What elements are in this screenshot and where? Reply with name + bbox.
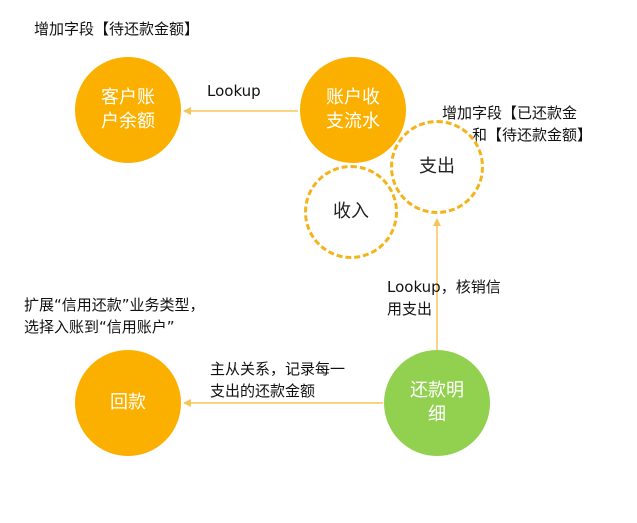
node-income: 收入 — [304, 165, 398, 259]
node-refund-label: 回款 — [110, 392, 146, 413]
node-income-label: 收入 — [333, 201, 369, 222]
note-master-detail-line1: 主从关系，记录每一 — [210, 360, 346, 378]
node-customer-balance-line2: 户余额 — [101, 111, 155, 132]
node-repayment-detail: 还款明 细 — [384, 350, 490, 456]
note-lookup-verify-line2: 用支出 — [387, 300, 433, 318]
node-account-flow-line2: 支流水 — [326, 111, 380, 132]
node-repayment-detail-line1: 还款明 — [410, 380, 464, 401]
node-refund: 回款 — [75, 350, 181, 456]
node-customer-balance-line1: 客户账 — [101, 87, 155, 108]
node-expense-label: 支出 — [419, 156, 455, 177]
note-lookup-top: Lookup — [207, 82, 261, 100]
note-extend-line2: 选择入账到“信用账户” — [24, 318, 175, 336]
note-add-fields-line2: 额】和【待还款金额】 — [442, 126, 593, 144]
note-extend-line1: 扩展“信用还款”业务类型， — [24, 296, 205, 314]
note-lookup-verify-line1: Lookup，核销信 — [387, 278, 501, 296]
note-add-pending-field: 增加字段【待还款金额】 — [34, 20, 200, 38]
node-customer-balance: 客户账 户余额 — [75, 57, 181, 163]
node-repayment-detail-line2: 细 — [428, 404, 446, 425]
note-add-fields-line1: 增加字段【已还款金 — [442, 104, 578, 122]
node-account-flow: 账户收 支流水 — [300, 57, 406, 163]
node-account-flow-line1: 账户收 — [326, 87, 380, 108]
note-master-detail-line2: 支出的还款金额 — [210, 382, 316, 400]
node-expense: 支出 — [390, 120, 484, 214]
